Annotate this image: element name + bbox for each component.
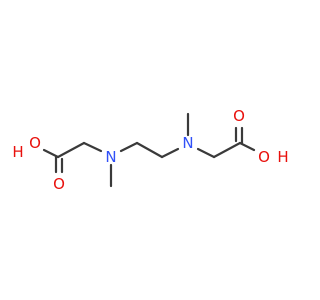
molecule-structure-diagram: N N O H O O H O — [12, 107, 288, 193]
atom-o-left-hydroxyl: O — [29, 134, 41, 152]
bond-c6-oh-right — [238, 141, 256, 152]
atom-labels: N N O H O O H O — [12, 107, 288, 193]
bond-c4-n-right — [160, 147, 180, 159]
bond-n-left-c3 — [119, 141, 139, 153]
atom-o-left-carbonyl: O — [53, 175, 65, 193]
bond-c2-n-left — [82, 141, 103, 153]
atom-o-right-hydroxyl: O — [258, 148, 270, 166]
atom-o-right-carbonyl: O — [233, 107, 245, 125]
bond-lines — [42, 112, 256, 188]
bond-n-right-c5 — [196, 147, 216, 159]
atom-h-left-hydroxyl: H — [12, 143, 23, 161]
bond-c5-c6 — [212, 141, 242, 159]
bond-c3-c4 — [135, 141, 164, 159]
atom-n-right: N — [182, 134, 193, 152]
atom-h-right-hydroxyl: H — [277, 148, 288, 166]
bond-c1-oh-left — [42, 148, 60, 159]
bond-c1-c2 — [56, 141, 86, 159]
atom-n-left: N — [105, 148, 116, 166]
